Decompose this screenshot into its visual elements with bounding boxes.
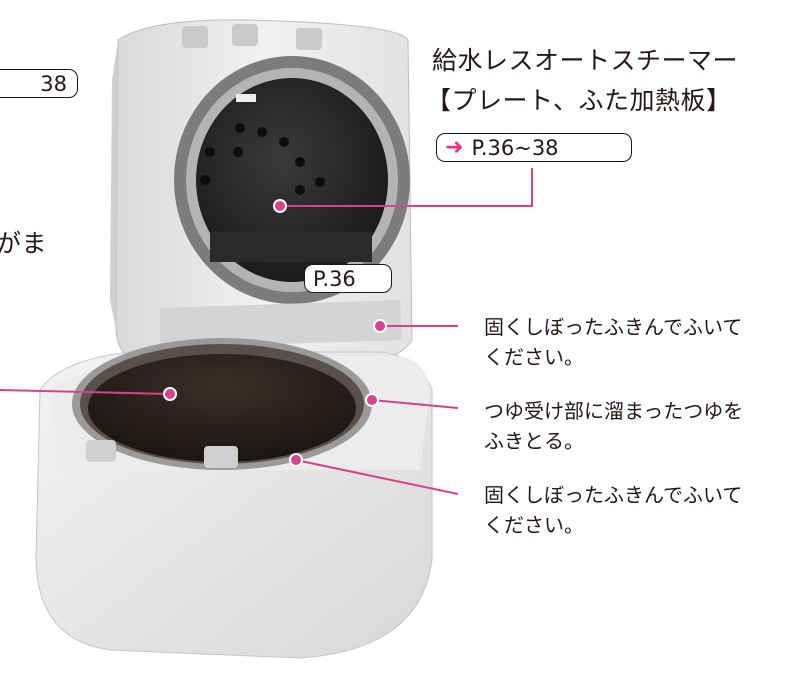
callout-lid-wipe-line2: ください。 [484, 345, 584, 369]
callout-body-wipe: 固くしぼったふきんでふいて ください。 [484, 480, 742, 540]
right-arrow-icon: ➜ [445, 134, 464, 160]
left-partial-label: がま [0, 229, 48, 258]
steamer-page-ref: ➜ P.36~38 [436, 133, 632, 162]
callout-dew-collector-line1: つゆ受け部に溜まったつゆを [484, 399, 744, 423]
callout-body-wipe-line2: ください。 [484, 513, 584, 537]
top-left-page-ref: 38 [0, 69, 78, 98]
steamer-title-line1: 給水レスオートスチーマー [432, 46, 739, 75]
left-page-ref: P.36 [304, 264, 392, 293]
top-left-page-ref-text: 38 [40, 71, 67, 96]
leader-dots [163, 199, 387, 467]
cooker-body [35, 338, 433, 659]
inner-pot [88, 354, 356, 462]
callout-body-wipe-line1: 固くしぼったふきんでふいて [484, 483, 743, 507]
left-page-ref-text: P.36 [313, 266, 356, 291]
callout-dew-collector-line2: ふきとる。 [484, 429, 584, 453]
callout-dew-collector: つゆ受け部に溜まったつゆを ふきとる。 [484, 396, 743, 456]
steamer-page-ref-text: P.36~38 [471, 135, 559, 160]
callout-lid-wipe-line1: 固くしぼったふきんでふいて [484, 315, 743, 339]
open-lid [110, 19, 413, 367]
leader-lines [0, 168, 533, 495]
callout-lid-wipe: 固くしぼったふきんでふいて ください。 [484, 312, 742, 372]
steamer-title-line2: 【プレート、ふた加熱板】 [426, 86, 732, 115]
